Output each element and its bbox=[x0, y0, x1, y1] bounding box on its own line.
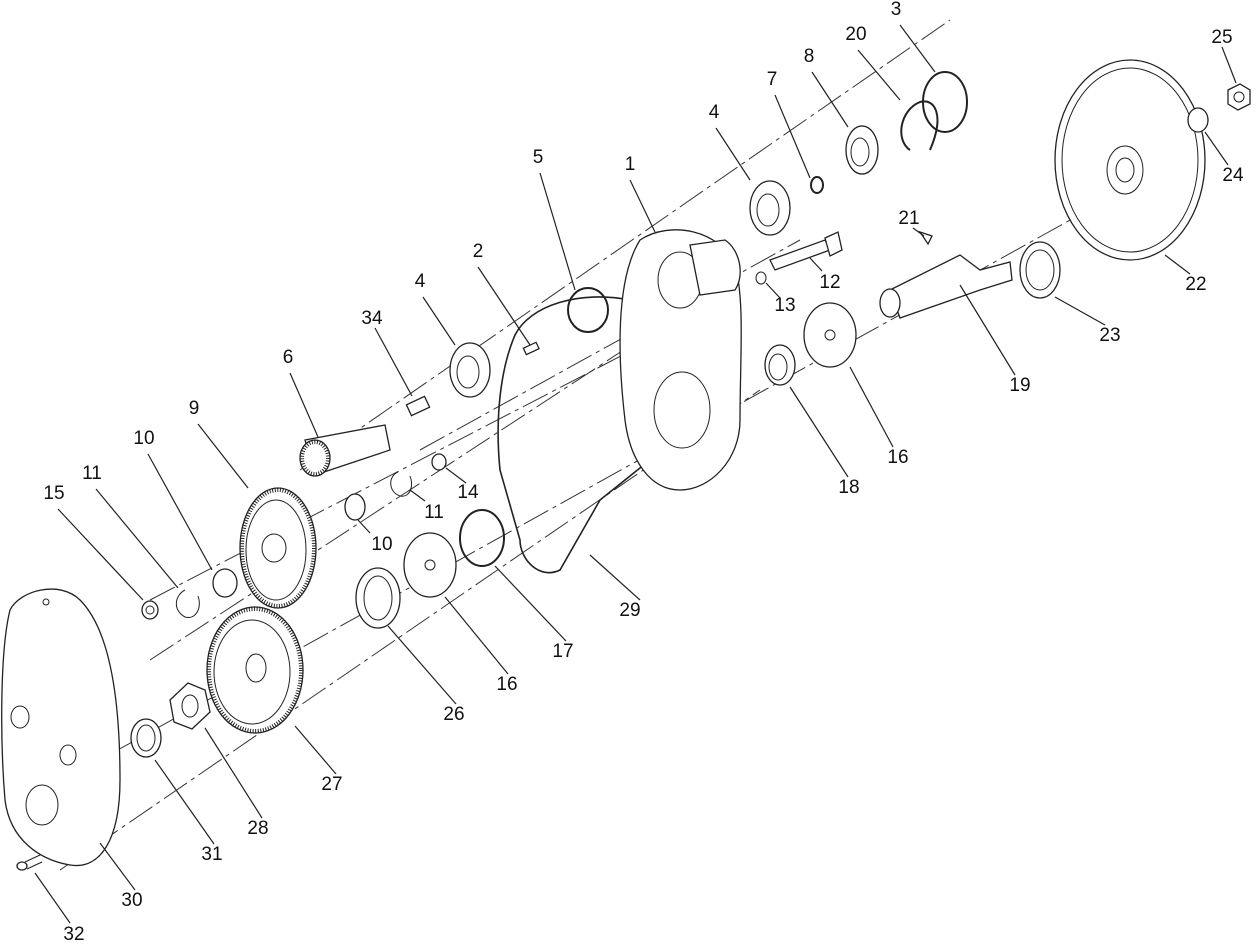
callout-10-right: 10 bbox=[371, 534, 392, 555]
callout-5: 5 bbox=[533, 147, 544, 168]
callout-15: 15 bbox=[43, 483, 64, 504]
callout-32: 32 bbox=[63, 924, 84, 945]
part-26-seal bbox=[355, 567, 401, 629]
part-11-clip bbox=[175, 589, 200, 618]
callout-30: 30 bbox=[121, 890, 142, 911]
part-6-shaft bbox=[299, 424, 391, 477]
callout-4-lower: 4 bbox=[415, 271, 426, 292]
callout-16-lower: 16 bbox=[496, 674, 517, 695]
callout-25: 25 bbox=[1211, 27, 1232, 48]
leader-lines bbox=[34, 24, 1237, 924]
callout-16-upper: 16 bbox=[887, 447, 908, 468]
part-7-ring bbox=[810, 176, 824, 194]
callout-14: 14 bbox=[457, 482, 479, 503]
callout-12: 12 bbox=[819, 272, 840, 293]
part-17-o-ring bbox=[459, 509, 505, 567]
callout-23: 23 bbox=[1099, 325, 1120, 346]
part-14-washer bbox=[431, 453, 447, 471]
part-25-nut bbox=[1227, 83, 1251, 111]
part-34-pin bbox=[405, 395, 431, 417]
part-8-seal bbox=[845, 125, 879, 175]
part-23-seal bbox=[1019, 241, 1061, 299]
part-13-washer bbox=[755, 271, 767, 285]
part-31-seal bbox=[130, 718, 162, 758]
callout-13: 13 bbox=[774, 295, 795, 316]
callout-21: 21 bbox=[898, 208, 919, 229]
callout-18: 18 bbox=[838, 477, 859, 498]
part-9-gear bbox=[239, 487, 317, 609]
callout-9: 9 bbox=[189, 398, 200, 419]
part-32-bolt bbox=[16, 854, 43, 871]
part-24-washer bbox=[1187, 107, 1209, 133]
part-16-spacer-lower bbox=[403, 532, 457, 598]
callout-26: 26 bbox=[443, 704, 464, 725]
part-15-nut bbox=[141, 600, 159, 620]
part-20-snap-ring bbox=[900, 100, 939, 151]
callout-28: 28 bbox=[247, 818, 268, 839]
callout-17: 17 bbox=[552, 641, 573, 662]
part-2-dowel-pin bbox=[522, 341, 540, 356]
callout-22: 22 bbox=[1185, 274, 1206, 295]
callout-10-left: 10 bbox=[133, 428, 154, 449]
callout-8: 8 bbox=[804, 46, 815, 67]
callout-20: 20 bbox=[845, 24, 866, 45]
part-22-pulley bbox=[1054, 59, 1206, 261]
callout-7: 7 bbox=[767, 69, 778, 90]
callout-6: 6 bbox=[283, 347, 294, 368]
callout-3: 3 bbox=[891, 0, 902, 20]
part-27-gear bbox=[206, 606, 304, 734]
part-19-shaft bbox=[879, 254, 1013, 319]
part-5-o-ring bbox=[567, 287, 609, 333]
callout-11-left: 11 bbox=[82, 463, 102, 484]
part-3-o-ring bbox=[922, 71, 968, 133]
callout-labels: 1 2 3 4 4 5 6 7 8 9 10 10 11 11 12 13 14… bbox=[43, 0, 1244, 945]
part-16-spacer-upper bbox=[803, 302, 857, 368]
callout-4-upper: 4 bbox=[709, 102, 720, 123]
callout-31: 31 bbox=[201, 844, 222, 865]
part-28-nut bbox=[169, 682, 211, 730]
callout-2: 2 bbox=[473, 241, 484, 262]
part-4-bearing-lower bbox=[449, 342, 491, 398]
part-12-bolt bbox=[769, 231, 843, 271]
part-30-cover bbox=[1, 588, 121, 867]
part-11-clip-upper bbox=[390, 471, 413, 497]
callout-34: 34 bbox=[361, 308, 383, 329]
part-4-bearing-upper bbox=[749, 180, 791, 236]
callout-29: 29 bbox=[619, 600, 640, 621]
callout-11-right: 11 bbox=[424, 502, 444, 523]
callout-1: 1 bbox=[625, 154, 636, 175]
part-10-spacer bbox=[212, 568, 238, 598]
axis-lines bbox=[9, 19, 1161, 871]
callout-27: 27 bbox=[321, 774, 342, 795]
part-10-spacer-upper bbox=[344, 493, 366, 521]
callout-19: 19 bbox=[1009, 375, 1030, 396]
part-18-bearing bbox=[764, 344, 796, 386]
callout-24: 24 bbox=[1222, 165, 1244, 186]
part-1-housing bbox=[619, 229, 742, 491]
